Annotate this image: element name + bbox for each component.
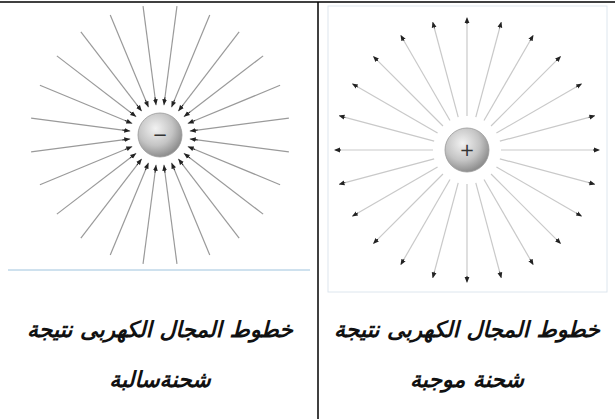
field-lines bbox=[31, 6, 289, 264]
field-lines bbox=[335, 18, 599, 282]
charge-sign: − bbox=[137, 112, 183, 158]
charge-sign: + bbox=[444, 127, 490, 173]
frame-line bbox=[8, 270, 310, 271]
frame-line bbox=[328, 6, 607, 292]
charge-sphere: + bbox=[444, 127, 490, 173]
caption: خطوط المجال الكهربى نتيجة شحنة موجبة bbox=[332, 305, 602, 405]
caption: خطوط المجال الكهربى نتيجة شحنةسالبة bbox=[25, 305, 295, 405]
table-rule bbox=[317, 2, 319, 419]
table-rule bbox=[0, 1, 615, 3]
charge-sphere: − bbox=[137, 112, 183, 158]
